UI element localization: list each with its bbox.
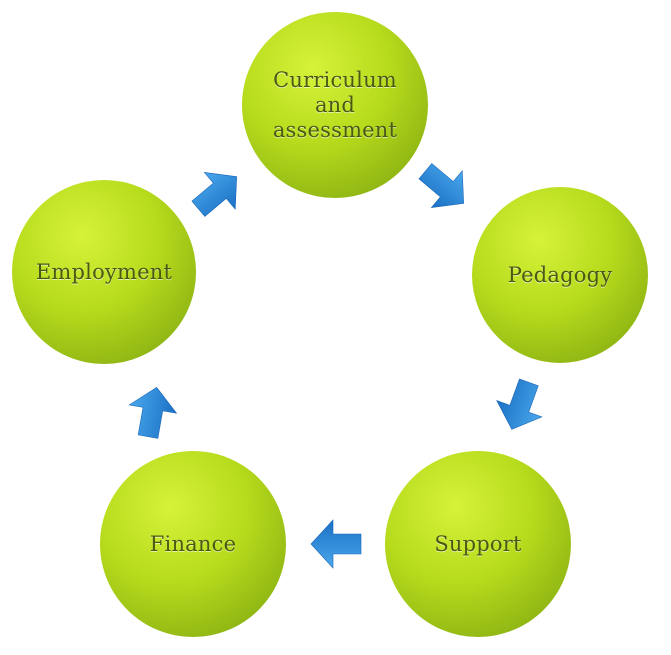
node-circle-curriculum	[242, 12, 428, 198]
arrow-finance-to-employment	[128, 387, 178, 439]
arrow-pedagogy-to-support	[496, 378, 543, 430]
arrow-support-to-finance	[310, 519, 362, 569]
node-circle-finance	[100, 451, 286, 637]
node-circle-pedagogy	[472, 187, 648, 363]
node-circle-employment	[12, 180, 196, 364]
arrow-curriculum-to-pedagogy	[418, 163, 464, 208]
node-circle-support	[385, 451, 571, 637]
arrow-employment-to-curriculum	[191, 172, 237, 217]
